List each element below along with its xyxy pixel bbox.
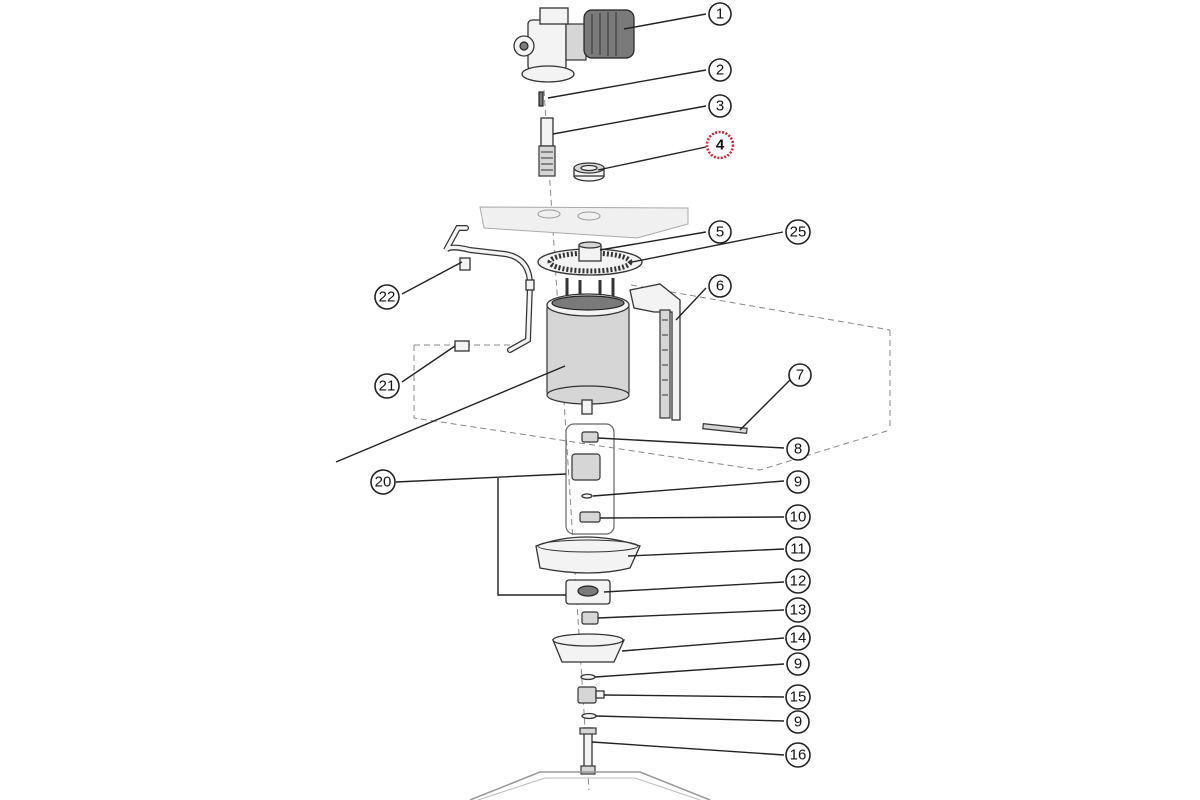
callout-7[interactable]: 7: [788, 363, 812, 387]
callout-1[interactable]: 1: [708, 2, 732, 26]
svg-text:5: 5: [716, 224, 724, 241]
callout-13[interactable]: 13: [785, 597, 811, 623]
svg-text:16: 16: [790, 747, 807, 764]
callout-12[interactable]: 12: [785, 568, 811, 594]
frame-outline: [413, 284, 891, 471]
callout-6[interactable]: 6: [708, 274, 732, 298]
svg-text:20: 20: [375, 474, 392, 491]
bushing-part[interactable]: [581, 611, 599, 625]
bearing-housing-group[interactable]: [565, 423, 615, 535]
callout-9-middle[interactable]: 9: [786, 652, 810, 676]
callout-21[interactable]: 21: [374, 373, 400, 399]
callout-20[interactable]: 20: [370, 469, 396, 495]
svg-text:1: 1: [716, 6, 724, 23]
pin-part[interactable]: [702, 423, 748, 434]
svg-text:13: 13: [790, 602, 807, 619]
svg-text:22: 22: [379, 289, 396, 306]
key-part[interactable]: [538, 91, 544, 107]
flange-part[interactable]: [565, 579, 611, 605]
leader-lines: [335, 13, 791, 756]
svg-text:21: 21: [379, 378, 396, 395]
callout-15[interactable]: 15: [785, 684, 811, 710]
svg-text:7: 7: [796, 367, 804, 384]
o-ring[interactable]: [581, 712, 597, 720]
callout-25[interactable]: 25: [785, 219, 811, 245]
svg-text:3: 3: [716, 98, 724, 115]
callout-16[interactable]: 16: [785, 742, 811, 768]
svg-text:25: 25: [790, 224, 807, 241]
callout-11[interactable]: 11: [785, 536, 811, 562]
callout-14[interactable]: 14: [785, 625, 811, 651]
spindle-part[interactable]: [579, 727, 597, 775]
collection-bowl[interactable]: [552, 633, 626, 663]
main-drum[interactable]: [546, 293, 630, 415]
svg-text:9: 9: [794, 714, 802, 731]
svg-text:6: 6: [716, 278, 724, 295]
callout-22[interactable]: 22: [374, 284, 400, 310]
callout-3[interactable]: 3: [708, 94, 732, 118]
callout-2[interactable]: 2: [708, 58, 732, 82]
connector-part[interactable]: [577, 686, 605, 704]
svg-text:11: 11: [790, 541, 806, 558]
o-ring[interactable]: [580, 673, 596, 681]
drip-tray[interactable]: [535, 536, 641, 574]
svg-text:9: 9: [794, 474, 802, 491]
base-frame: [469, 771, 711, 800]
svg-text:12: 12: [790, 573, 807, 590]
callout-9-upper[interactable]: 9: [786, 470, 810, 494]
callout-9-lower[interactable]: 9: [786, 710, 810, 734]
hose-assembly[interactable]: [443, 225, 535, 353]
svg-text:2: 2: [716, 62, 724, 79]
svg-text:10: 10: [790, 509, 807, 526]
callout-5[interactable]: 5: [708, 220, 732, 244]
svg-text:9: 9: [794, 656, 802, 673]
svg-text:14: 14: [790, 630, 807, 647]
mounting-bracket[interactable]: [629, 283, 681, 421]
elbow-fitting[interactable]: [454, 340, 470, 352]
hose-fitting[interactable]: [459, 257, 471, 271]
callout-8[interactable]: 8: [786, 437, 810, 461]
callout-4[interactable]: 4: [705, 130, 735, 160]
svg-text:15: 15: [790, 689, 807, 706]
gear-motor[interactable]: [513, 7, 635, 83]
mounting-plate: [479, 206, 689, 239]
svg-text:8: 8: [794, 441, 802, 458]
callout-10[interactable]: 10: [785, 504, 811, 530]
svg-text:4: 4: [716, 137, 725, 154]
bearing-ring[interactable]: [573, 162, 605, 182]
gear-ring[interactable]: [537, 241, 643, 276]
drive-shaft[interactable]: [538, 117, 556, 177]
